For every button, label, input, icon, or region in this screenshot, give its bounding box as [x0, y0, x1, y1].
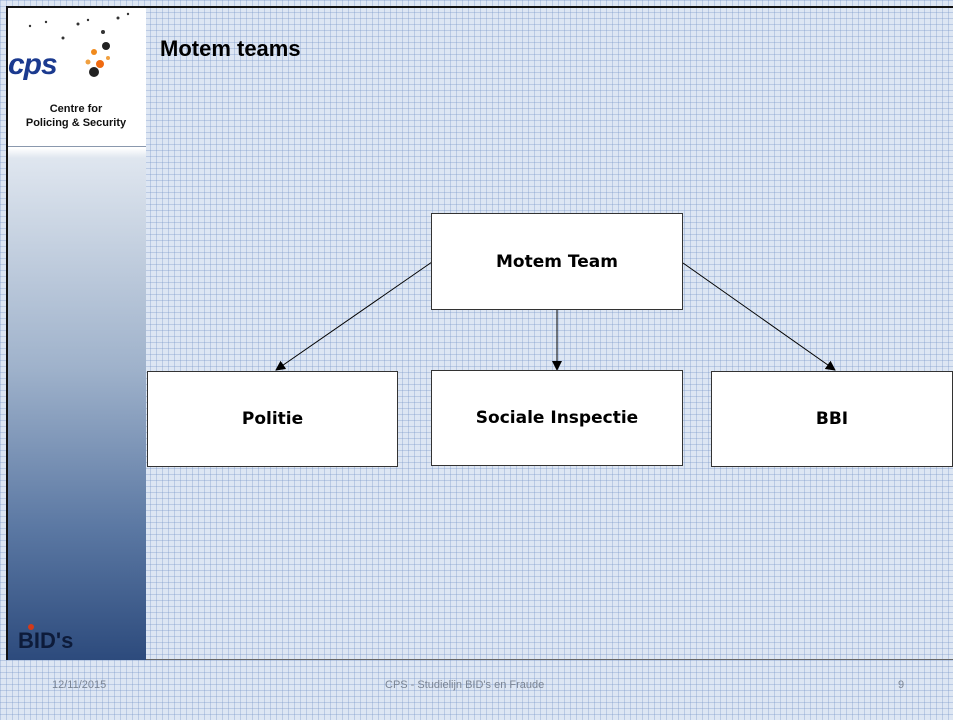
logo-subtitle-line2: Policing & Security [25, 117, 127, 129]
node-bbi: BBI [711, 371, 953, 467]
node-motem-team: Motem Team [431, 213, 683, 310]
footer-date: 12/11/2015 [52, 679, 107, 691]
bids-logo-dot [28, 624, 34, 630]
slide-frame [6, 6, 953, 660]
footer-title: CPS - Studielijn BID's en Fraude [385, 679, 545, 691]
node-sociale-inspectie: Sociale Inspectie [431, 370, 683, 466]
bids-logo: BID's [18, 628, 74, 653]
node-politie: Politie [147, 371, 398, 467]
sidebar [6, 6, 146, 660]
sidebar-divider [8, 146, 146, 147]
slide-title: Motem teams [160, 36, 301, 61]
logo-subtitle-line1: Centre for [49, 103, 103, 115]
footer-divider [146, 659, 953, 660]
logo-subtitle: Centre for Policing & Security [8, 102, 144, 130]
footer-page-number: 9 [898, 679, 905, 691]
cps-logo-text: cps [8, 48, 58, 81]
cps-logo-dots [28, 12, 130, 77]
